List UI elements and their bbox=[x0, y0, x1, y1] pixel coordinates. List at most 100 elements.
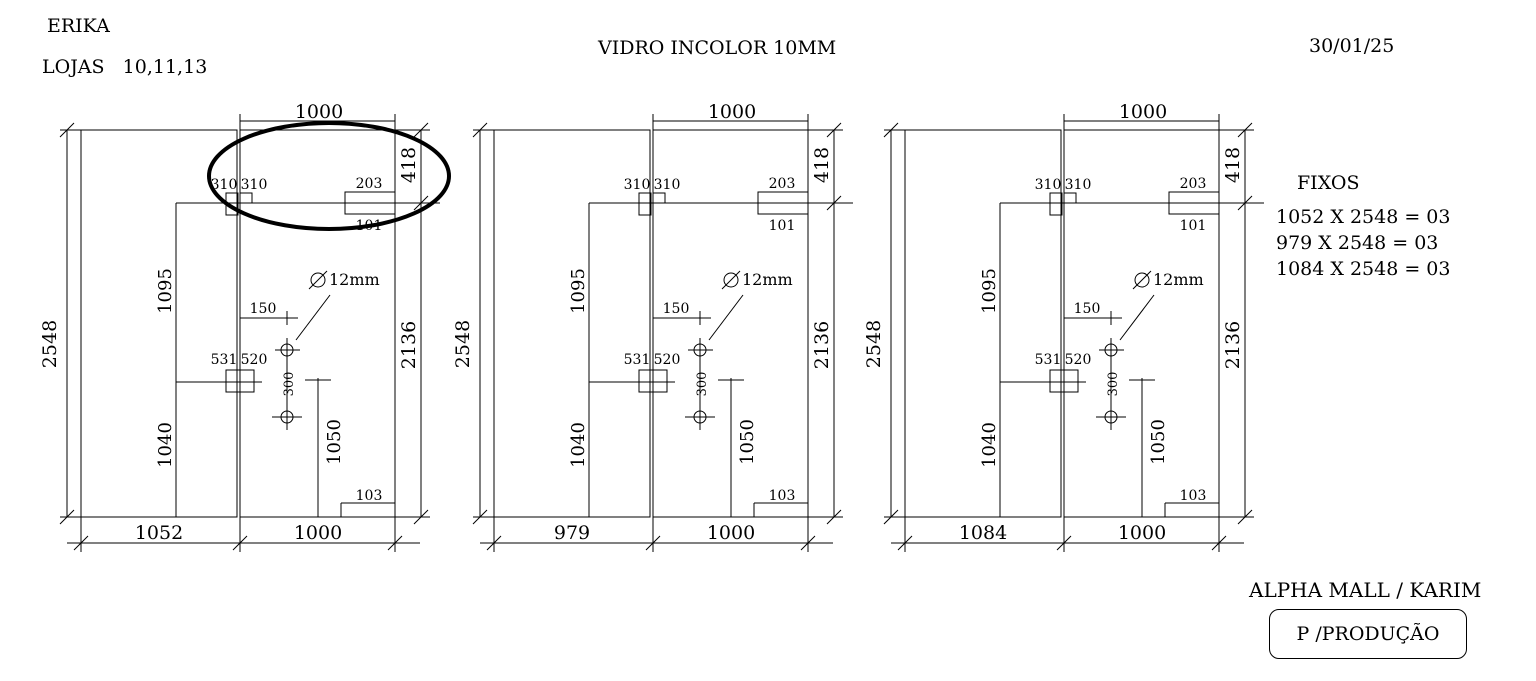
dim-103-label: 103 bbox=[1180, 488, 1207, 504]
lock-cutout bbox=[1168, 191, 1220, 215]
top-height-label: 418 bbox=[811, 147, 833, 183]
top-hinge-left bbox=[1049, 192, 1063, 216]
dimension-tick bbox=[826, 195, 842, 211]
dimension-tick bbox=[413, 122, 429, 138]
dimension-tick bbox=[883, 122, 899, 138]
lock-bottom-label: 101 bbox=[1180, 218, 1207, 234]
diameter-symbol bbox=[310, 272, 326, 288]
dimension-tick bbox=[883, 509, 899, 525]
lock-top-label: 203 bbox=[769, 176, 796, 192]
lock-top-label: 203 bbox=[1180, 176, 1207, 192]
fixed-width-label: 979 bbox=[554, 522, 590, 544]
door-height-label: 2136 bbox=[398, 321, 420, 369]
door-width-top-label: 1000 bbox=[708, 101, 756, 123]
diameter-symbol-slash bbox=[721, 270, 741, 290]
dimension-tick bbox=[413, 195, 429, 211]
total-height-label: 2548 bbox=[39, 320, 61, 368]
diameter-symbol bbox=[1134, 272, 1150, 288]
fixed-panel-line: 1084 X 2548 = 03 bbox=[1276, 258, 1451, 280]
fixed-glass-panel bbox=[493, 129, 651, 518]
dimension-tick bbox=[59, 122, 75, 138]
door-height-label: 2136 bbox=[1222, 321, 1244, 369]
hinge-top-right-label: 310 bbox=[654, 177, 681, 193]
dim-300-label: 300 bbox=[695, 372, 710, 397]
door-width-label: 1000 bbox=[707, 522, 755, 544]
dim-1040-label: 1040 bbox=[155, 422, 176, 468]
hinge-mid-right-label: 520 bbox=[654, 352, 681, 368]
fixed-glass-panel bbox=[80, 129, 238, 518]
middle-hinge bbox=[1049, 369, 1079, 393]
dim-1095-label: 1095 bbox=[568, 268, 589, 314]
production-stamp: P /PRODUÇÃO bbox=[1269, 609, 1467, 659]
dim-1050-label: 1050 bbox=[1148, 419, 1169, 465]
drawing-date: 30/01/25 bbox=[1309, 35, 1395, 57]
dim-300-label: 300 bbox=[282, 372, 297, 397]
dim-1040-label: 1040 bbox=[568, 422, 589, 468]
dimension-tick bbox=[387, 535, 403, 551]
fixed-panel-line: 1052 X 2548 = 03 bbox=[1276, 206, 1451, 228]
door-width-label: 1000 bbox=[1118, 522, 1166, 544]
hinge-mid-right-label: 520 bbox=[241, 352, 268, 368]
lock-top-label: 203 bbox=[356, 176, 383, 192]
total-height-label: 2548 bbox=[863, 320, 885, 368]
fixed-panels-title: FIXOS bbox=[1297, 172, 1360, 194]
fixed-width-label: 1052 bbox=[135, 522, 183, 544]
dimension-tick bbox=[1237, 122, 1253, 138]
dim-300-label: 300 bbox=[1106, 372, 1121, 397]
dimension-tick bbox=[645, 535, 661, 551]
dimension-tick bbox=[472, 122, 488, 138]
fixed-width-label: 1084 bbox=[959, 522, 1007, 544]
fixed-panel-line: 979 X 2548 = 03 bbox=[1276, 232, 1439, 254]
door-width-top-label: 1000 bbox=[1119, 101, 1167, 123]
hinge-mid-left-label: 531 bbox=[211, 352, 238, 368]
production-stamp-label: P /PRODUÇÃO bbox=[1296, 623, 1440, 645]
diameter-leader bbox=[1119, 294, 1155, 341]
hole-diameter-label: 12mm bbox=[1153, 270, 1204, 289]
hinge-mid-left-label: 531 bbox=[1035, 352, 1062, 368]
hinge-mid-right-label: 520 bbox=[1065, 352, 1092, 368]
door-width-top-label: 1000 bbox=[295, 101, 343, 123]
dimension-tick bbox=[59, 509, 75, 525]
top-hinge-right bbox=[239, 192, 253, 204]
dim-1095-label: 1095 bbox=[979, 268, 1000, 314]
dim-150-label: 150 bbox=[1074, 301, 1101, 317]
dimension-tick bbox=[1056, 535, 1072, 551]
top-hinge-right bbox=[1063, 192, 1077, 204]
diameter-symbol-slash bbox=[1132, 270, 1152, 290]
hinge-top-left-label: 310 bbox=[211, 177, 238, 193]
hinge-top-left-label: 310 bbox=[1035, 177, 1062, 193]
top-hinge-right bbox=[652, 192, 666, 204]
dim-1050-label: 1050 bbox=[324, 419, 345, 465]
hinge-top-right-label: 310 bbox=[241, 177, 268, 193]
diameter-leader bbox=[708, 294, 744, 341]
door-width-label: 1000 bbox=[294, 522, 342, 544]
top-height-label: 418 bbox=[398, 147, 420, 183]
top-height-label: 418 bbox=[1222, 147, 1244, 183]
highlight-circle bbox=[207, 121, 451, 231]
client-name: ERIKA bbox=[47, 15, 110, 37]
hole-diameter-label: 12mm bbox=[742, 270, 793, 289]
hole-diameter-label: 12mm bbox=[329, 270, 380, 289]
total-height-label: 2548 bbox=[452, 320, 474, 368]
dim-150-label: 150 bbox=[663, 301, 690, 317]
dimension-tick bbox=[897, 535, 913, 551]
dim-103-label: 103 bbox=[356, 488, 383, 504]
lock-bottom-label: 101 bbox=[769, 218, 796, 234]
dimension-tick bbox=[413, 509, 429, 525]
dimension-tick bbox=[800, 535, 816, 551]
dimension-tick bbox=[1211, 535, 1227, 551]
lock-cutout bbox=[344, 191, 396, 215]
hinge-top-left-label: 310 bbox=[624, 177, 651, 193]
lock-cutout bbox=[757, 191, 809, 215]
door-height-label: 2136 bbox=[811, 321, 833, 369]
dimension-tick bbox=[1237, 509, 1253, 525]
dimension-tick bbox=[1237, 195, 1253, 211]
diameter-symbol-slash bbox=[308, 270, 328, 290]
diameter-leader bbox=[295, 294, 331, 341]
hinge-mid-left-label: 531 bbox=[624, 352, 651, 368]
dimension-tick bbox=[486, 535, 502, 551]
